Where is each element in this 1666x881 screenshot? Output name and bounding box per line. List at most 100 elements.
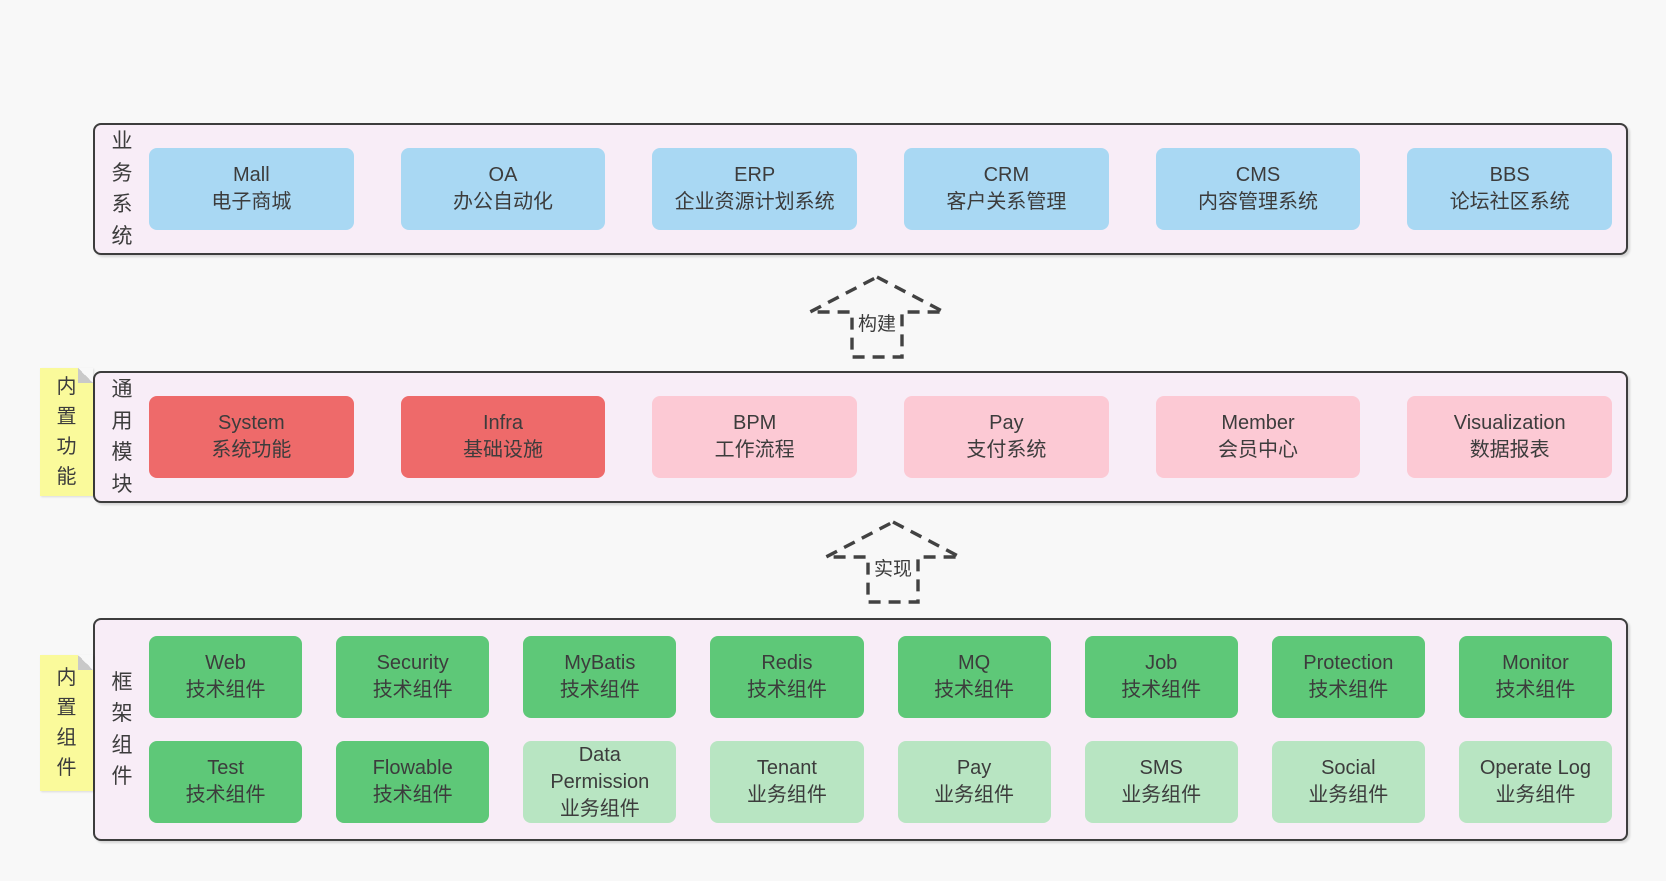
box-visualization: Visualization 数据报表 xyxy=(1407,396,1613,478)
box-test-name: Test xyxy=(207,757,244,779)
box-protection-name: Protection xyxy=(1303,652,1394,674)
modules-boxes-area: System 系统功能 Infra 基础设施 BPM 工作流程 Pay 支付系统… xyxy=(149,373,1626,501)
sticky-built-in-features: 内置功能 xyxy=(40,368,93,496)
box-mall-desc: 电子商城 xyxy=(211,191,292,213)
box-operate-log-desc: 业务组件 xyxy=(1495,784,1576,806)
box-pay-component-desc: 业务组件 xyxy=(934,784,1015,806)
box-erp: ERP 企业资源计划系统 xyxy=(652,148,858,230)
box-oa: OA 办公自动化 xyxy=(400,148,606,230)
layer-label-components-text: 框架组件 xyxy=(111,670,133,789)
box-web: Web 技术组件 xyxy=(149,636,303,718)
box-protection-desc: 技术组件 xyxy=(1308,679,1389,701)
box-mq-name: MQ xyxy=(957,652,991,674)
box-system-name: System xyxy=(217,412,285,434)
box-redis: Redis 技术组件 xyxy=(710,636,864,718)
box-mall-name: Mall xyxy=(233,164,270,186)
box-visualization-desc: 数据报表 xyxy=(1469,439,1550,461)
box-pay-component-name: Pay xyxy=(956,757,992,779)
box-crm-name: CRM xyxy=(983,164,1030,186)
box-bbs-name: BBS xyxy=(1489,164,1530,186)
box-pay-component: Pay 业务组件 xyxy=(897,741,1051,823)
box-tenant-desc: 业务组件 xyxy=(746,784,827,806)
layer-label-business-text: 业务系统 xyxy=(111,130,133,248)
box-oa-desc: 办公自动化 xyxy=(453,191,553,213)
box-member: Member 会员中心 xyxy=(1155,396,1361,478)
box-mybatis: MyBatis 技术组件 xyxy=(523,636,677,718)
box-cms: CMS 内容管理系统 xyxy=(1155,148,1361,230)
box-bpm-name: BPM xyxy=(733,412,777,434)
business-box-row: Mall 电子商城 OA 办公自动化 ERP 企业资源计划系统 CRM 客户关系… xyxy=(149,148,1613,230)
box-erp-desc: 企业资源计划系统 xyxy=(674,191,835,213)
sticky-built-in-components-text: 内置组件 xyxy=(56,667,77,779)
box-infra-name: Infra xyxy=(482,412,524,434)
layer-label-modules-text: 通用模块 xyxy=(111,378,133,496)
box-security: Security 技术组件 xyxy=(336,636,490,718)
box-bpm-desc: 工作流程 xyxy=(714,439,795,461)
box-job-name: Job xyxy=(1145,652,1178,674)
box-system: System 系统功能 xyxy=(149,396,354,478)
box-mq-desc: 技术组件 xyxy=(934,679,1015,701)
box-data-permission: Data Permission 业务组件 xyxy=(523,741,677,823)
box-test-desc: 技术组件 xyxy=(185,784,266,806)
layer-common-modules: 通用模块 System 系统功能 Infra 基础设施 BPM 工作流程 Pay xyxy=(93,371,1628,503)
layer-framework-components: 框架组件 Web 技术组件 Security 技术组件 MyBatis 技术组件… xyxy=(93,618,1628,841)
box-oa-name: OA xyxy=(488,164,518,186)
box-crm: CRM 客户关系管理 xyxy=(904,148,1109,230)
box-monitor-name: Monitor xyxy=(1502,652,1569,674)
box-sms: SMS 业务组件 xyxy=(1084,741,1238,823)
box-social: Social 业务组件 xyxy=(1271,741,1425,823)
arrow-implement-shape xyxy=(825,520,961,604)
box-tenant-name: Tenant xyxy=(756,757,817,779)
components-box-row-2: Test 技术组件 Flowable 技术组件 Data Permission … xyxy=(149,741,1612,823)
arrow-build-shape xyxy=(809,275,945,359)
box-security-name: Security xyxy=(376,652,449,674)
box-flowable-desc: 技术组件 xyxy=(372,784,453,806)
arrow-implement: 实现 xyxy=(823,519,963,605)
box-mybatis-name: MyBatis xyxy=(564,652,636,674)
box-bbs-desc: 论坛社区系统 xyxy=(1449,191,1570,213)
box-flowable-name: Flowable xyxy=(372,757,453,779)
box-security-desc: 技术组件 xyxy=(372,679,453,701)
layer-label-components: 框架组件 xyxy=(95,620,149,839)
box-test: Test 技术组件 xyxy=(149,741,303,823)
box-sms-desc: 业务组件 xyxy=(1121,784,1202,806)
layer-label-modules: 通用模块 xyxy=(95,373,149,501)
box-bpm: BPM 工作流程 xyxy=(652,396,858,478)
box-social-desc: 业务组件 xyxy=(1308,784,1389,806)
box-sms-name: SMS xyxy=(1139,757,1183,779)
box-mall: Mall 电子商城 xyxy=(149,148,354,230)
components-box-row-1: Web 技术组件 Security 技术组件 MyBatis 技术组件 Redi… xyxy=(149,636,1612,718)
box-redis-desc: 技术组件 xyxy=(746,679,827,701)
box-visualization-name: Visualization xyxy=(1453,412,1566,434)
box-pay-module-name: Pay xyxy=(989,412,1024,434)
box-pay-module: Pay 支付系统 xyxy=(904,396,1109,478)
box-mybatis-desc: 技术组件 xyxy=(559,679,640,701)
box-infra-desc: 基础设施 xyxy=(463,439,543,461)
layer-business-systems: 业务系统 Mall 电子商城 OA 办公自动化 ERP 企业资源计划系统 CRM xyxy=(93,123,1628,255)
box-pay-module-desc: 支付系统 xyxy=(966,439,1047,461)
box-web-desc: 技术组件 xyxy=(185,679,266,701)
box-cms-desc: 内容管理系统 xyxy=(1198,191,1319,213)
box-infra: Infra 基础设施 xyxy=(400,396,606,478)
box-job-desc: 技术组件 xyxy=(1121,679,1202,701)
box-member-desc: 会员中心 xyxy=(1218,439,1299,461)
box-member-name: Member xyxy=(1221,412,1295,434)
box-social-name: Social xyxy=(1321,757,1376,779)
arrow-build-label: 构建 xyxy=(854,308,900,337)
box-operate-log: Operate Log 业务组件 xyxy=(1458,741,1612,823)
sticky-built-in-features-text: 内置功能 xyxy=(56,376,77,488)
box-erp-name: ERP xyxy=(734,164,776,186)
box-operate-log-name: Operate Log xyxy=(1479,757,1592,779)
box-data-permission-name: Data Permission xyxy=(550,743,650,793)
box-flowable: Flowable 技术组件 xyxy=(336,741,490,823)
business-boxes-area: Mall 电子商城 OA 办公自动化 ERP 企业资源计划系统 CRM 客户关系… xyxy=(149,125,1626,253)
modules-box-row: System 系统功能 Infra 基础设施 BPM 工作流程 Pay 支付系统… xyxy=(149,396,1613,478)
box-monitor-desc: 技术组件 xyxy=(1495,679,1576,701)
components-boxes-area: Web 技术组件 Security 技术组件 MyBatis 技术组件 Redi… xyxy=(149,620,1626,839)
box-cms-name: CMS xyxy=(1235,164,1281,186)
box-crm-desc: 客户关系管理 xyxy=(946,191,1067,213)
layer-label-business: 业务系统 xyxy=(95,125,149,253)
box-redis-name: Redis xyxy=(761,652,813,674)
box-tenant: Tenant 业务组件 xyxy=(710,741,864,823)
box-job: Job 技术组件 xyxy=(1084,636,1238,718)
